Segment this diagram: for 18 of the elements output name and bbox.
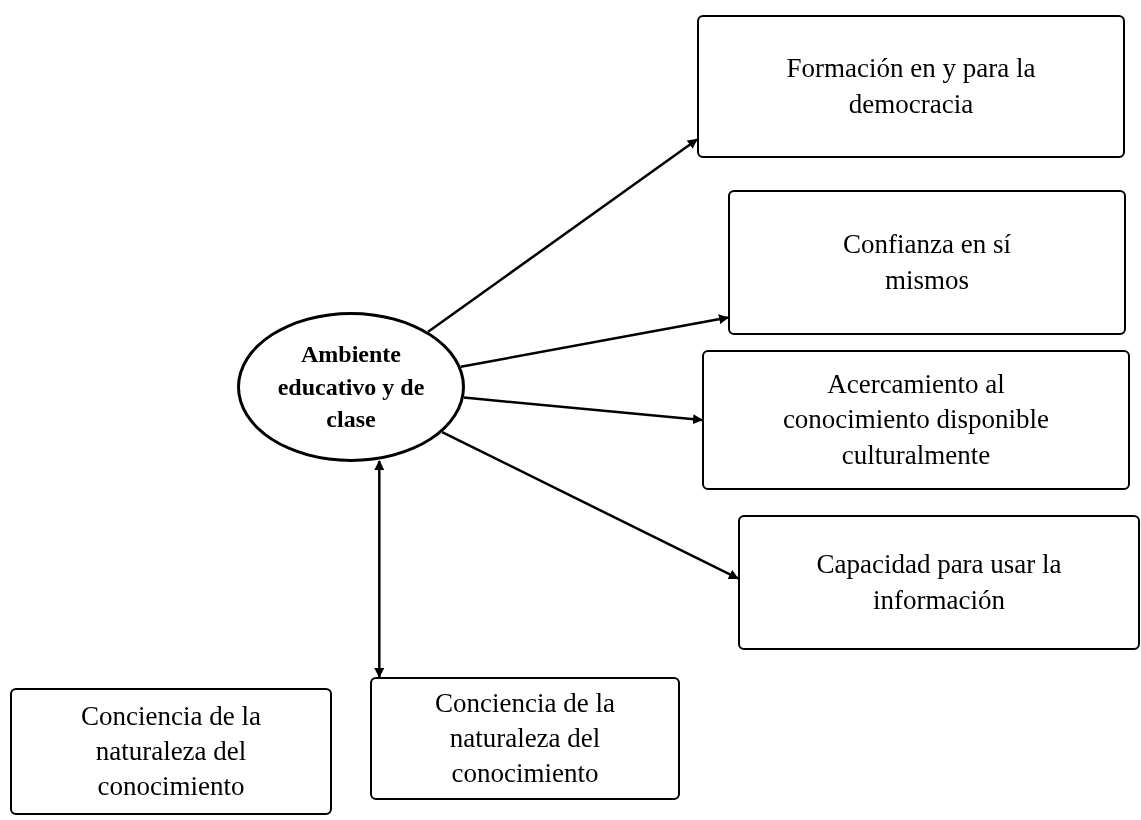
text-box [728,190,1126,335]
text-box [10,688,332,815]
node-label: Acercamiento al conocimiento disponible culturalmente [781,368,1051,472]
node-label: Confianza en sí mismos [842,228,1012,297]
arrow [463,396,703,425]
node-label: Conciencia de la naturaleza del conocimiento [80,699,262,804]
arrow [460,314,729,368]
arrow [441,430,739,580]
text-box [697,15,1125,158]
text-box [738,515,1140,650]
text-box [370,677,680,800]
node-label: Formación en y para la democracia [785,52,1037,121]
node-label: Ambiente educativo y de clase [276,340,426,435]
arrow [374,460,385,678]
arrow [427,138,698,333]
node-label: Conciencia de la naturaleza del conocimiento [434,686,616,791]
node-label: Capacidad para usar la información [815,548,1063,617]
text-box [702,350,1130,490]
